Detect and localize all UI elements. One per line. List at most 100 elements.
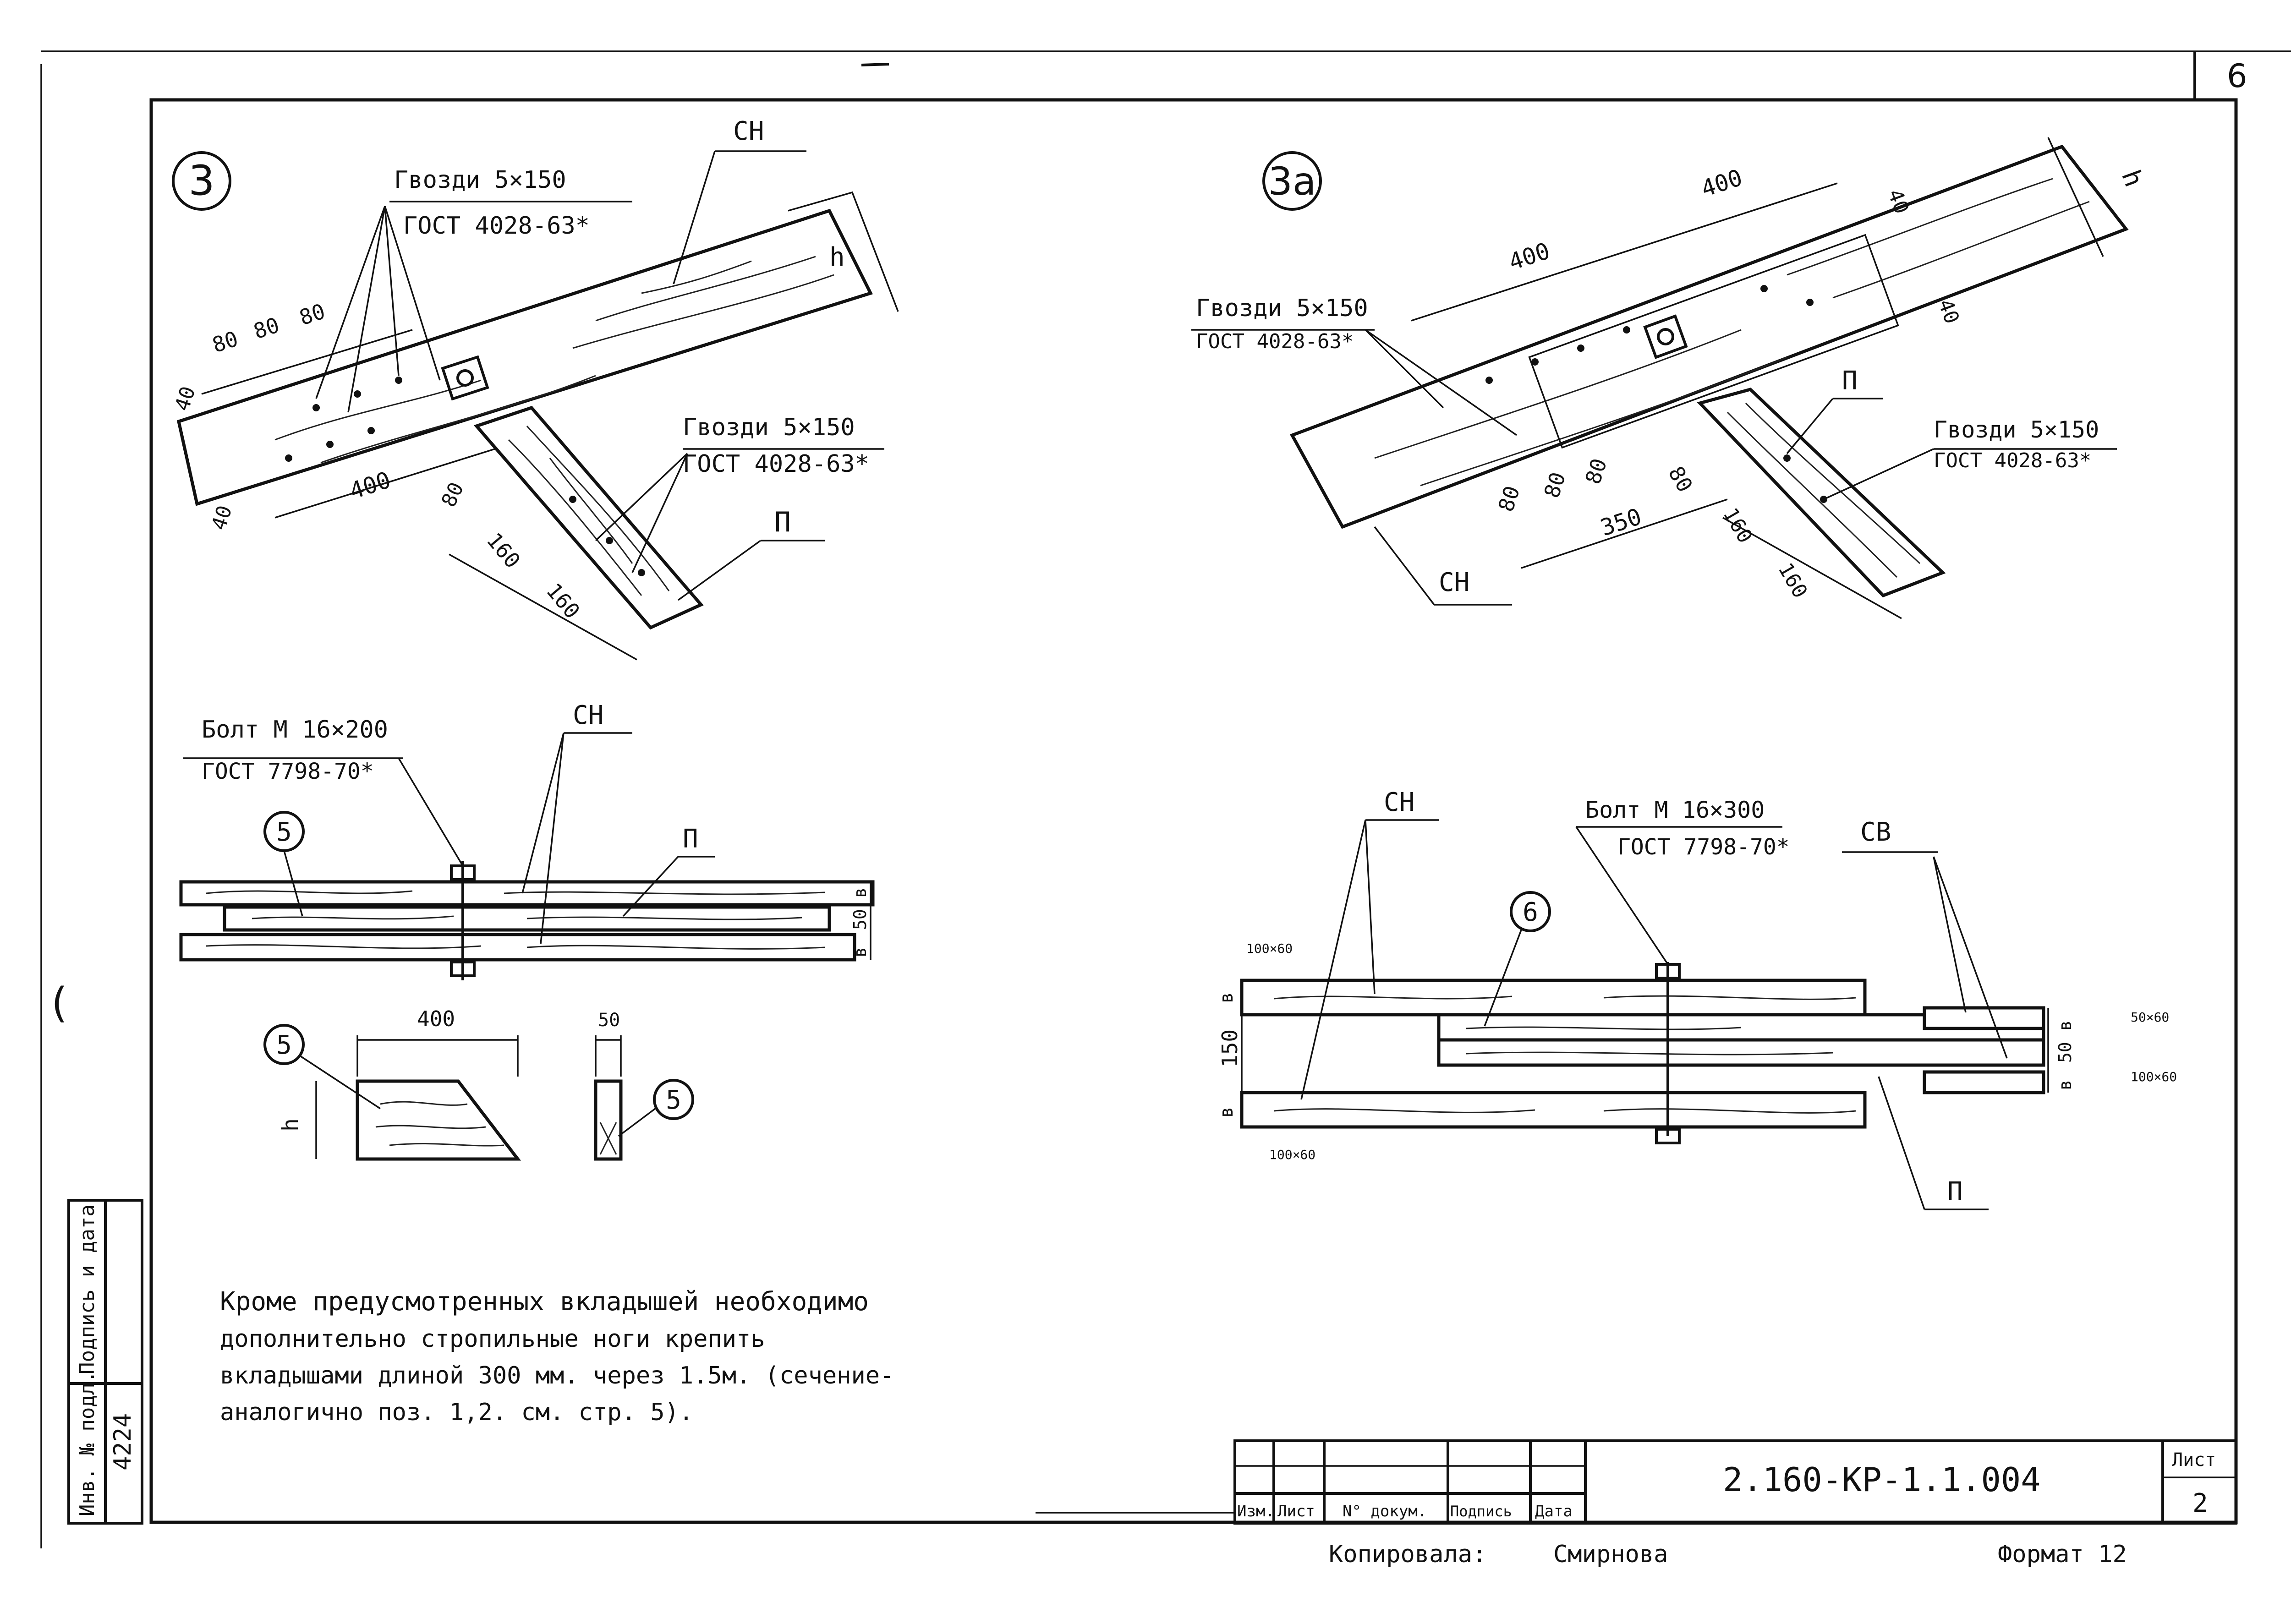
detail-3a-nails-right-2: ГОСТ 4028-63* <box>1934 449 2091 472</box>
top-dash <box>861 63 889 66</box>
detail-3a-bolt <box>1657 328 1674 345</box>
section-right-label-p: П <box>1947 1177 1963 1207</box>
binding-mark: ( <box>51 979 67 1027</box>
sheet-corner-number: 6 <box>2227 57 2247 95</box>
insert-callout-b-leader <box>618 1108 656 1137</box>
section-right-dim-r-b2: в <box>2055 1080 2075 1090</box>
section-right-bolt-1: Болт М 16×300 <box>1585 797 1765 823</box>
detail-3-label-sn: СН <box>733 116 764 146</box>
title-block-box <box>1233 1439 2237 1525</box>
section-right-faint-note-1: 100×60 <box>1246 941 1293 956</box>
section-right-faint-note-2: 100×60 <box>1269 1147 1315 1162</box>
detail-3a-rafter-grain <box>1374 178 2090 487</box>
insert-callout-a-leader <box>300 1055 381 1110</box>
insert-profile-grain <box>375 1101 504 1147</box>
detail-3-dim-80a: 80 <box>209 326 241 357</box>
title-block-header-sign: Подпись <box>1450 1503 1512 1520</box>
detail-3a-mark: 3а <box>1268 159 1316 204</box>
detail-3-nails-bottom-leader <box>595 448 884 573</box>
detail-3a-dim-80b: 80 <box>1539 469 1570 501</box>
section-right-dim-r-b1: в <box>2055 1020 2075 1031</box>
detail-3a-splice <box>1697 388 1946 598</box>
title-block-sheet-number: 2 <box>2192 1488 2208 1518</box>
section-right-top-board <box>1240 979 1867 1017</box>
detail-3a-rafter <box>1289 144 2129 529</box>
title-block: Изм. Лист N° докум. Подпись Дата 2.160-К… <box>1233 1439 2237 1525</box>
detail-3a-label-sn: СН <box>1439 568 1469 597</box>
insert-dim-lines <box>315 1035 519 1159</box>
detail-3a-splice-grain <box>1726 402 1921 578</box>
detail-3a-label-h: h <box>2116 166 2149 191</box>
footer-copied-name: Смирнова <box>1553 1541 1668 1568</box>
note-line-2: дополнительно стропильные ноги крепить <box>220 1325 765 1353</box>
detail-3-nails-top-2: ГОСТ 4028-63* <box>403 212 590 240</box>
section-right-nut-bottom <box>1655 1128 1681 1144</box>
section-left-dim-50: 50 <box>850 909 870 930</box>
section-left-grain <box>206 890 825 950</box>
section-right-callout-leader <box>1484 930 1522 1027</box>
section-right-bolt-leader <box>1575 826 1782 965</box>
section-right-bottom-board <box>1240 1091 1867 1129</box>
section-right-faint-note-4: 100×60 <box>2131 1069 2177 1084</box>
section-left-p-leader <box>622 856 715 917</box>
section-right-sv-bottom <box>1923 1070 2045 1094</box>
section-right-sv-top <box>1923 1006 2045 1030</box>
title-block-sheet-label: Лист <box>2172 1449 2216 1471</box>
detail-3-dim-160a: 160 <box>482 528 526 573</box>
detail-3-h-dim-line <box>788 191 899 312</box>
detail-3-splice-grain <box>508 425 670 596</box>
detail-3a-insert <box>1528 234 1899 449</box>
section-right-dim-b1: в <box>1216 992 1237 1003</box>
section-right-label-sv: СВ <box>1860 817 1891 847</box>
section-right-faint-note-3: 50×60 <box>2131 1010 2169 1025</box>
section-left-bolt-2: ГОСТ 7798-70* <box>202 759 374 784</box>
section-left-callout: 5 <box>276 817 292 847</box>
detail-3a-mark-circle <box>1262 151 1322 211</box>
section-right: Болт М 16×300 ГОСТ 7798-70* СН СВ П 6 в … <box>1216 787 2177 1210</box>
side-stamp: Инв. № подл. Подпись и дата 4224 <box>67 1199 143 1525</box>
footer-copied-label: Копировала: <box>1329 1541 1486 1568</box>
footer-format: Формат 12 <box>1998 1541 2127 1568</box>
detail-3-dim-40a: 40 <box>170 383 200 414</box>
detail-3a-nails-right-leader <box>1823 448 2117 500</box>
detail-3-bolt-washer <box>441 355 489 401</box>
section-right-callout-circle <box>1510 891 1551 932</box>
detail-3a-label-p: П <box>1842 366 1858 396</box>
section-left-mid-board <box>223 905 831 932</box>
insert-end-dim-line <box>595 1035 622 1077</box>
insert-detail: 400 h 5 50 5 <box>263 1006 694 1161</box>
footer: Копировала: Смирнова Формат 12 <box>1329 1541 2127 1568</box>
detail-3a-dim-400a: 400 <box>1506 237 1553 275</box>
detail-3a-nails-left-2: ГОСТ 4028-63* <box>1196 330 1354 353</box>
detail-3-p-leader <box>677 540 825 601</box>
section-left-bolt-leader <box>183 757 464 866</box>
section-right-callout: 6 <box>1523 897 1538 927</box>
detail-3-nails-top-1: Гвозди 5×150 <box>394 166 566 194</box>
section-left-sn-leader <box>521 732 632 944</box>
section-right-bolt-2: ГОСТ 7798-70* <box>1617 834 1790 860</box>
insert-callout-b-circle <box>653 1079 694 1120</box>
detail-3-label-h: h <box>829 242 845 272</box>
detail-3a-bolt-washer <box>1643 314 1688 359</box>
title-block-header-date: Дата <box>1535 1502 1573 1520</box>
detail-3-dim-80c: 80 <box>296 299 328 330</box>
detail-3-nails <box>285 377 645 576</box>
detail-3a-nails <box>1485 285 1827 503</box>
drawing-frame <box>149 98 2238 1524</box>
detail-3-sn-leader <box>673 150 806 284</box>
section-left-bottom-board <box>179 933 856 962</box>
insert-dim-h: h <box>278 1118 303 1132</box>
detail-3a-nails-left-leader <box>1191 329 1518 436</box>
insert-callout-a-circle <box>263 1024 305 1065</box>
title-block-header-list: Лист <box>1277 1502 1315 1520</box>
section-right-sn-leader <box>1300 819 1439 1100</box>
detail-3-dim-160b: 160 <box>542 578 585 623</box>
detail-3-mark: 3 <box>188 157 214 205</box>
detail-3a-dim-350: 350 <box>1597 503 1645 541</box>
detail-3a: 3а Гвозди 5×150 ГОСТ 4028-63* Гвозди 5×1… <box>1191 137 2149 619</box>
detail-3-dim-lines <box>201 329 637 661</box>
detail-3a-nails-right-1: Гвозди 5×150 <box>1934 416 2099 443</box>
detail-3a-nails-left-1: Гвозди 5×150 <box>1196 295 1368 322</box>
detail-3-rafter <box>176 208 873 506</box>
detail-3a-dim-80d: 80 <box>1663 462 1697 497</box>
